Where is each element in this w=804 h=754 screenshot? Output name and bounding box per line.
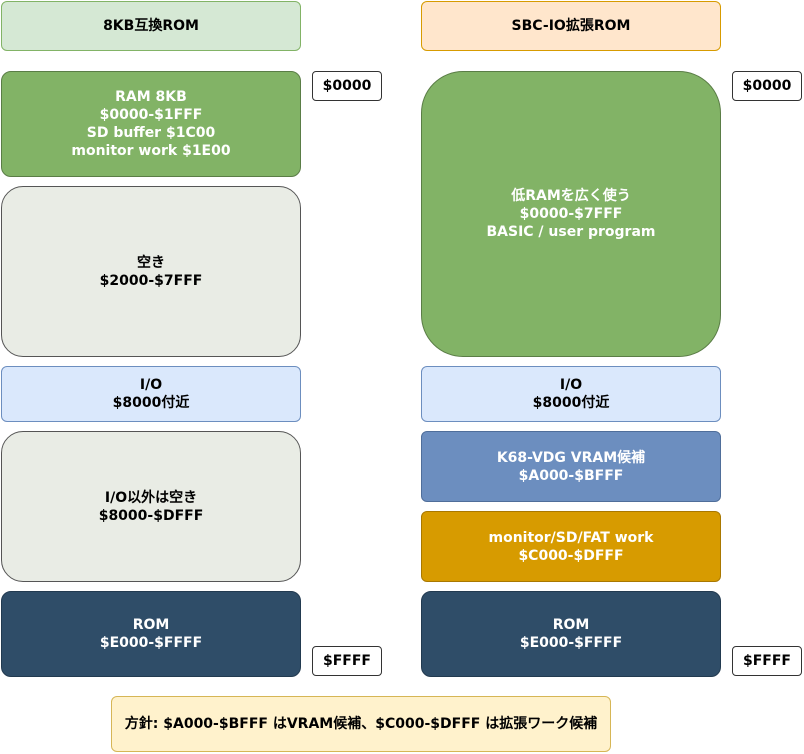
left-free-low-label: 空き $2000-$7FFF — [99, 254, 203, 289]
left-ram-block: RAM 8KB $0000-$1FFF SD buffer $1C00 moni… — [1, 71, 301, 177]
right-ram-label: 低RAMを広く使う $0000-$7FFF BASIC / user progr… — [486, 188, 656, 240]
right-vram-block: K68-VDG VRAM候補 $A000-$BFFF — [421, 431, 721, 502]
right-addr-top-tag: $0000 — [732, 71, 802, 101]
left-addr-bottom-label: $FFFF — [323, 653, 371, 669]
policy-note: 方針: $A000-$BFFF はVRAM候補、$C000-$DFFF は拡張ワ… — [111, 696, 611, 752]
right-ram-block: 低RAMを広く使う $0000-$7FFF BASIC / user progr… — [421, 71, 721, 357]
left-io-block: I/O $8000付近 — [1, 366, 301, 422]
left-ram-label: RAM 8KB $0000-$1FFF SD buffer $1C00 moni… — [71, 89, 231, 159]
right-work-block: monitor/SD/FAT work $C000-$DFFF — [421, 511, 721, 582]
left-addr-bottom-tag: $FFFF — [312, 646, 382, 676]
left-free-low-block: 空き $2000-$7FFF — [1, 186, 301, 357]
left-free-io-block: I/O以外は空き $8000-$DFFF — [1, 431, 301, 582]
right-rom-label: ROM $E000-$FFFF — [519, 617, 623, 651]
right-rom-block: ROM $E000-$FFFF — [421, 591, 721, 677]
right-vram-label: K68-VDG VRAM候補 $A000-$BFFF — [496, 449, 646, 484]
right-addr-top-label: $0000 — [742, 78, 792, 94]
left-rom-block: ROM $E000-$FFFF — [1, 591, 301, 677]
right-io-label: I/O $8000付近 — [532, 377, 610, 411]
left-addr-top-label: $0000 — [322, 78, 372, 94]
left-addr-top-tag: $0000 — [312, 71, 382, 101]
left-header-label: 8KB互換ROM — [103, 18, 199, 34]
left-io-label: I/O $8000付近 — [112, 377, 190, 411]
left-free-io-label: I/O以外は空き $8000-$DFFF — [98, 489, 204, 524]
right-work-label: monitor/SD/FAT work $C000-$DFFF — [488, 529, 654, 564]
policy-note-label: 方針: $A000-$BFFF はVRAM候補、$C000-$DFFF は拡張ワ… — [124, 716, 598, 732]
right-addr-bottom-label: $FFFF — [743, 653, 791, 669]
left-header: 8KB互換ROM — [1, 1, 301, 51]
right-addr-bottom-tag: $FFFF — [732, 646, 802, 676]
right-header-label: SBC-IO拡張ROM — [511, 18, 631, 34]
left-rom-label: ROM $E000-$FFFF — [99, 617, 203, 651]
right-io-block: I/O $8000付近 — [421, 366, 721, 422]
right-header: SBC-IO拡張ROM — [421, 1, 721, 51]
